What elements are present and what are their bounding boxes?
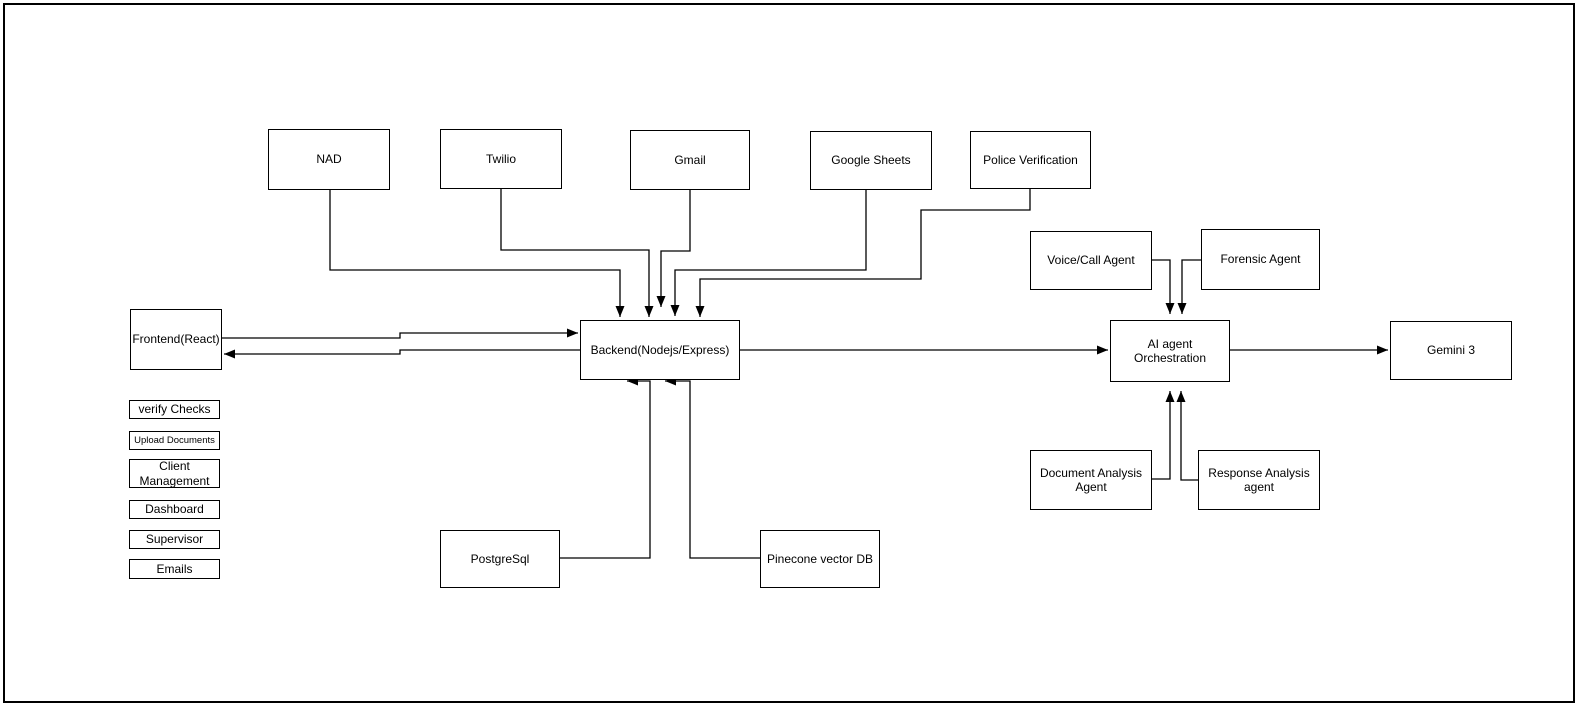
node-postgresql[interactable]: PostgreSql <box>440 530 560 588</box>
node-frontend[interactable]: Frontend(React) <box>130 309 222 370</box>
edge-document-analysis-to-ai-orchestration <box>1152 391 1175 480</box>
node-nad-label: NAD <box>316 152 342 167</box>
node-supervisor[interactable]: Supervisor <box>129 530 220 549</box>
edge-police-verification-to-backend <box>695 189 1031 317</box>
node-upload-documents-label: Upload Documents <box>134 434 215 446</box>
node-document-analysis-agent[interactable]: Document Analysis Agent <box>1030 450 1152 510</box>
node-frontend-label: Frontend(React) <box>132 332 220 347</box>
node-police-verification[interactable]: Police Verification <box>970 131 1091 189</box>
edge-backend-to-frontend <box>224 349 580 359</box>
node-gemini-label: Gemini 3 <box>1426 343 1476 358</box>
edge-gmail-to-backend <box>656 190 691 307</box>
node-twilio[interactable]: Twilio <box>440 129 562 189</box>
node-backend-label: Backend(Nodejs/Express) <box>590 342 730 357</box>
edge-forensic-to-ai-orchestration <box>1177 259 1201 314</box>
node-police-verification-label: Police Verification <box>983 152 1078 167</box>
edge-google-sheets-to-backend <box>670 190 867 316</box>
node-emails[interactable]: Emails <box>129 559 220 579</box>
node-dashboard-label: Dashboard <box>145 502 204 517</box>
node-nad[interactable]: NAD <box>268 129 390 190</box>
node-response-analysis-agent[interactable]: Response Analysis agent <box>1198 450 1320 510</box>
node-pinecone-label: Pinecone vector DB <box>766 551 874 566</box>
node-supervisor-label: Supervisor <box>145 532 204 547</box>
edge-voice-call-to-ai-orchestration <box>1152 259 1175 314</box>
node-google-sheets[interactable]: Google Sheets <box>810 131 932 190</box>
node-gmail-label: Gmail <box>674 152 706 167</box>
node-twilio-label: Twilio <box>485 151 516 166</box>
edge-response-analysis-to-ai-orchestration <box>1176 391 1198 481</box>
node-gmail[interactable]: Gmail <box>630 130 750 190</box>
node-postgresql-label: PostgreSql <box>470 551 530 566</box>
node-client-management[interactable]: Client Management <box>129 459 220 488</box>
node-verify-checks[interactable]: verify Checks <box>129 400 220 419</box>
node-forensic-agent[interactable]: Forensic Agent <box>1201 229 1320 290</box>
edge-twilio-to-backend <box>500 189 654 317</box>
node-gemini[interactable]: Gemini 3 <box>1390 321 1512 380</box>
node-voice-call-agent-label: Voice/Call Agent <box>1047 253 1135 268</box>
node-voice-call-agent[interactable]: Voice/Call Agent <box>1030 231 1152 290</box>
edge-nad-to-backend <box>329 190 625 317</box>
node-ai-orchestration[interactable]: AI agent Orchestration <box>1110 320 1230 382</box>
node-client-management-label: Client Management <box>139 459 210 488</box>
node-backend[interactable]: Backend(Nodejs/Express) <box>580 320 740 380</box>
node-upload-documents[interactable]: Upload Documents <box>129 431 220 450</box>
node-dashboard[interactable]: Dashboard <box>129 500 220 519</box>
node-google-sheets-label: Google Sheets <box>831 153 911 168</box>
node-document-analysis-agent-label: Document Analysis Agent <box>1039 465 1143 494</box>
node-emails-label: Emails <box>156 561 193 576</box>
node-pinecone[interactable]: Pinecone vector DB <box>760 530 880 588</box>
edge-pinecone-to-backend <box>665 376 760 559</box>
node-verify-checks-label: verify Checks <box>138 402 211 417</box>
node-ai-orchestration-label: AI agent Orchestration <box>1133 336 1207 365</box>
edge-postgresql-to-backend <box>560 376 651 559</box>
edge-frontend-to-backend <box>222 328 578 339</box>
node-response-analysis-agent-label: Response Analysis agent <box>1208 465 1310 494</box>
node-forensic-agent-label: Forensic Agent <box>1220 252 1301 267</box>
